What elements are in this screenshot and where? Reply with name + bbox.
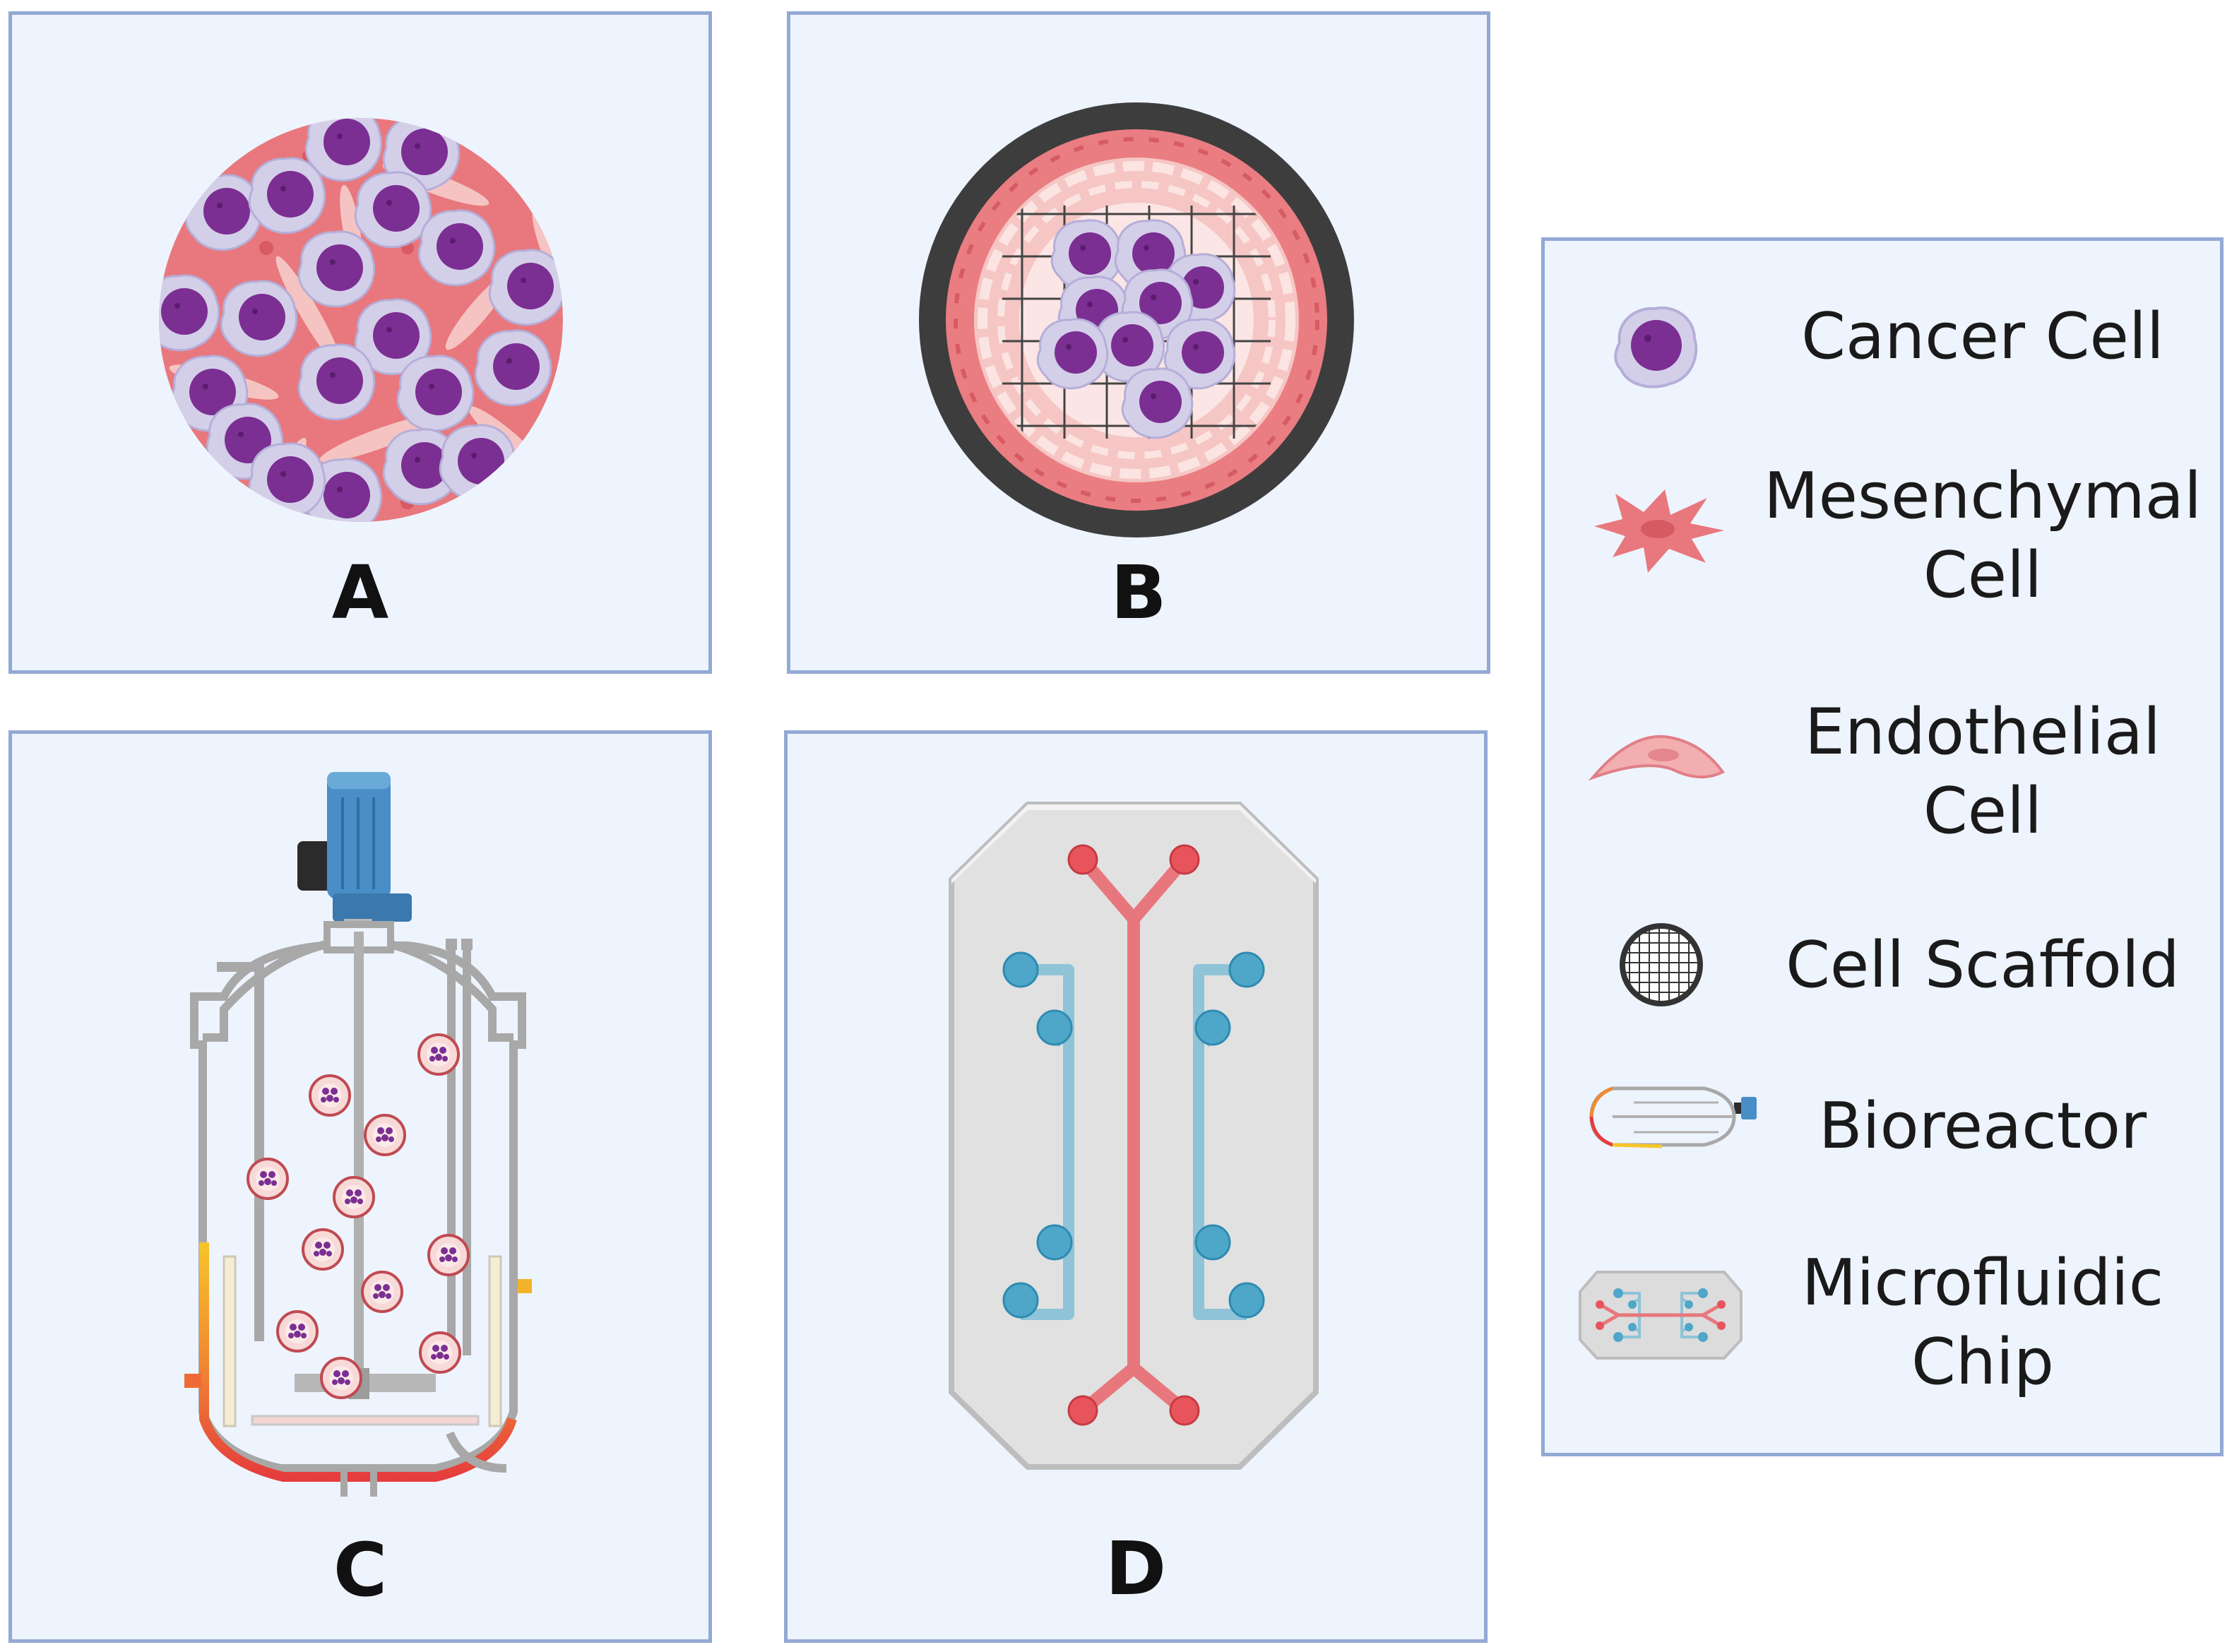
cell-scaffold-icon bbox=[1620, 923, 1703, 1006]
legend-label-cell-scaffold: Cell Scaffold bbox=[1786, 928, 2180, 1002]
bioreactor-illustration bbox=[184, 772, 532, 1497]
scaffold-culture-illustration bbox=[919, 102, 1354, 537]
panel-b-label: B bbox=[1110, 549, 1167, 636]
red-channels bbox=[1078, 855, 1189, 1415]
red-ports bbox=[1067, 844, 1200, 1426]
panel-c-label: C bbox=[333, 1527, 388, 1613]
microfluidic-chip-icon bbox=[1579, 1271, 1743, 1360]
legend-label-cancer-cell: Cancer Cell bbox=[1801, 299, 2164, 374]
panel-a-label: A bbox=[331, 549, 389, 636]
endothelial-cell-icon bbox=[1588, 735, 1726, 781]
blue-ports bbox=[1002, 951, 1265, 1319]
microfluidic-chip-illustration bbox=[949, 802, 1319, 1470]
spheroid-cluster bbox=[159, 118, 563, 522]
legend-label-bioreactor: Bioreactor bbox=[1818, 1089, 2147, 1163]
bioreactor-icon bbox=[1589, 1086, 1757, 1148]
panel-c: C bbox=[8, 730, 712, 1643]
spheroid-illustration bbox=[159, 118, 563, 522]
mesenchymal-cell-icon bbox=[1594, 489, 1724, 573]
motor bbox=[297, 772, 412, 936]
panel-d: D bbox=[784, 730, 1488, 1643]
cancer-cell-icon bbox=[1614, 306, 1698, 388]
panel-d-label: D bbox=[1105, 1526, 1167, 1612]
panel-b: B bbox=[787, 11, 1490, 674]
panel-a: A bbox=[8, 11, 712, 674]
